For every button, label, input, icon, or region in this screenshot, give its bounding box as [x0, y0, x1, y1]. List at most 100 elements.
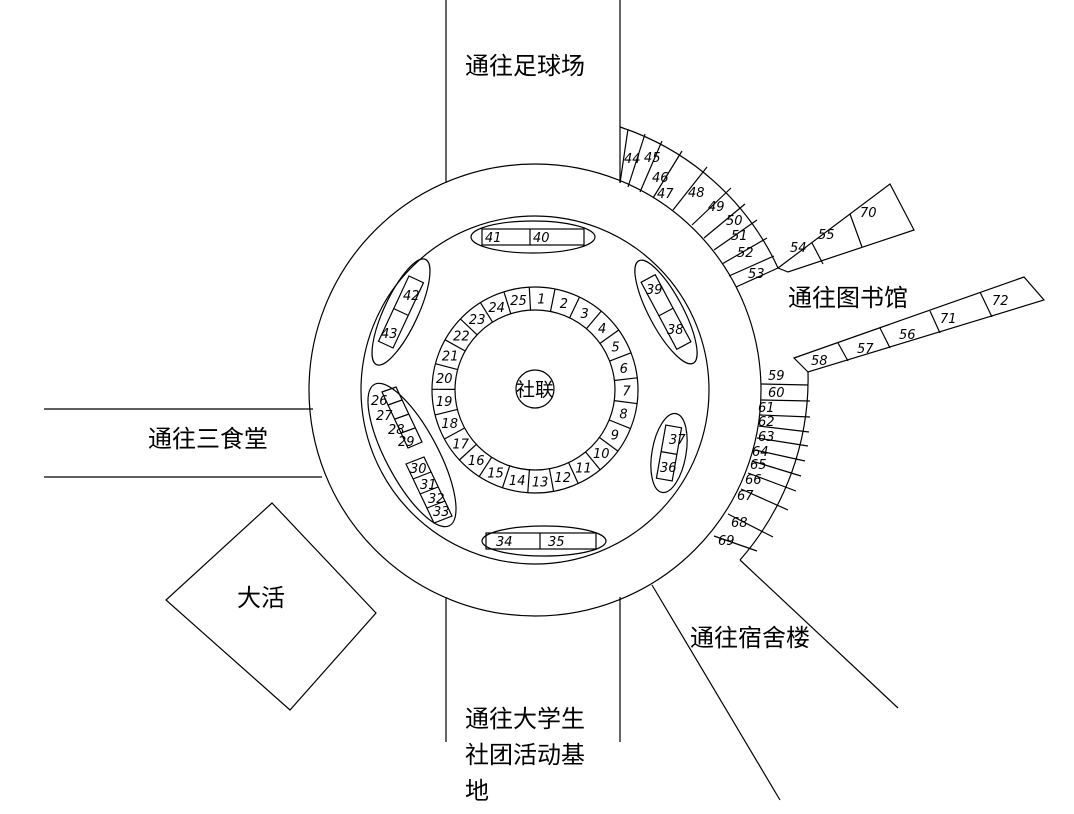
booth-35: 35 — [548, 535, 565, 550]
ring-divider — [478, 456, 493, 477]
booth-63: 63 — [758, 430, 775, 445]
booth-divider — [727, 513, 774, 538]
booth-65: 65 — [750, 458, 767, 473]
booth-41: 41 — [485, 231, 502, 246]
booth-29: 29 — [398, 435, 415, 450]
booth-58: 58 — [811, 354, 828, 369]
ring-dividers — [431, 287, 638, 493]
library-strip-1-outline — [776, 183, 915, 273]
booth-divider — [691, 187, 732, 226]
booth-40: 40 — [533, 231, 550, 246]
booth-divider — [661, 451, 677, 455]
booth-8: 8 — [619, 407, 627, 422]
booth-15: 15 — [487, 467, 504, 482]
ring-divider — [479, 302, 494, 323]
booth-25: 25 — [510, 294, 527, 309]
booth-64: 64 — [752, 445, 769, 460]
booth-42: 42 — [403, 289, 420, 304]
canteen-road-label: 通往三食堂 — [148, 425, 268, 453]
booth-56: 56 — [899, 328, 916, 343]
booth-divider — [393, 308, 409, 316]
booth-26: 26 — [371, 394, 388, 409]
ring-divider — [609, 352, 632, 362]
booth-32: 32 — [428, 492, 445, 507]
booth-divider — [721, 237, 768, 265]
ring-divider — [614, 400, 638, 405]
booth-37: 37 — [669, 433, 686, 448]
lower-right-booths — [655, 424, 683, 482]
library-road-label: 通往图书馆 — [788, 284, 908, 312]
left-ellipse — [367, 382, 457, 528]
booth-9: 9 — [611, 429, 619, 444]
booth-divider — [713, 535, 758, 552]
booth-61: 61 — [758, 401, 775, 416]
booth-17: 17 — [452, 437, 469, 452]
booth-1: 1 — [537, 293, 545, 308]
center-label: 社联 — [516, 379, 554, 401]
dorm-road-edge-a — [651, 584, 781, 801]
booth-10: 10 — [593, 447, 610, 462]
booth-36: 36 — [660, 461, 677, 476]
booth-divider — [627, 133, 646, 188]
booth-divider — [412, 471, 432, 480]
booth-ring-inner — [454, 309, 616, 471]
ne-arc-outer — [619, 126, 779, 269]
dahuo-building — [165, 502, 377, 711]
library-strip-2-outline — [792, 276, 1046, 373]
library-strip-1: 54 55 70 — [776, 183, 915, 273]
ring-divider — [614, 377, 638, 382]
top-ellipse — [470, 220, 596, 254]
booth-divider — [658, 307, 674, 317]
booth-divider — [756, 437, 809, 447]
booth-5: 5 — [611, 341, 619, 356]
booth-divider — [619, 128, 629, 184]
booth-divider — [419, 486, 439, 495]
booth-divider — [759, 414, 811, 418]
booth-62: 62 — [758, 415, 775, 430]
library-strip-2: 58 57 56 71 72 — [792, 276, 1046, 373]
booth-divider — [703, 203, 746, 239]
booth-divider — [652, 150, 683, 199]
ring-divider — [585, 310, 602, 330]
booth-23: 23 — [469, 313, 486, 328]
south-road-label-line-1: 通往大学生 — [465, 705, 585, 733]
ring-divider — [528, 287, 532, 311]
left-booths-lower — [405, 456, 453, 524]
upper-right-ellipse — [634, 259, 698, 365]
booth-47: 47 — [657, 187, 674, 202]
ring-divider — [459, 318, 478, 336]
booth-13: 13 — [532, 475, 549, 490]
booth-33: 33 — [433, 505, 450, 520]
booth-31: 31 — [420, 478, 437, 493]
booth-27: 27 — [376, 409, 393, 424]
booth-71: 71 — [940, 312, 957, 327]
booth-14: 14 — [509, 474, 526, 489]
booth-39: 39 — [646, 283, 663, 298]
booth-16: 16 — [468, 454, 485, 469]
booth-18: 18 — [441, 417, 458, 432]
lower-right-ellipse — [650, 412, 688, 494]
booth-69: 69 — [718, 534, 735, 549]
booth-20: 20 — [436, 372, 453, 387]
upper-left-ellipse-group — [371, 258, 431, 366]
ring-divider — [527, 469, 530, 493]
booth-ring-outer — [431, 286, 639, 494]
upper-left-ellipse — [371, 258, 431, 366]
booth-52: 52 — [737, 246, 754, 261]
bottom-ellipse-group: 34 35 — [481, 525, 607, 557]
booth-11: 11 — [575, 462, 592, 477]
center-circle — [515, 369, 555, 409]
ring-divider — [568, 462, 579, 484]
booth-divider — [929, 310, 941, 334]
booth-24: 24 — [488, 301, 505, 316]
booth-67: 67 — [737, 489, 754, 504]
booth-45: 45 — [644, 151, 661, 166]
dorm-road-label: 通往宿舍楼 — [690, 624, 810, 652]
east-arc-outer — [739, 371, 809, 561]
booth-22: 22 — [453, 330, 470, 345]
booth-divider — [760, 383, 809, 386]
booth-46: 46 — [652, 171, 669, 186]
booth-divider — [760, 399, 811, 402]
ring-divider — [444, 339, 466, 352]
booth-divider — [837, 342, 849, 362]
